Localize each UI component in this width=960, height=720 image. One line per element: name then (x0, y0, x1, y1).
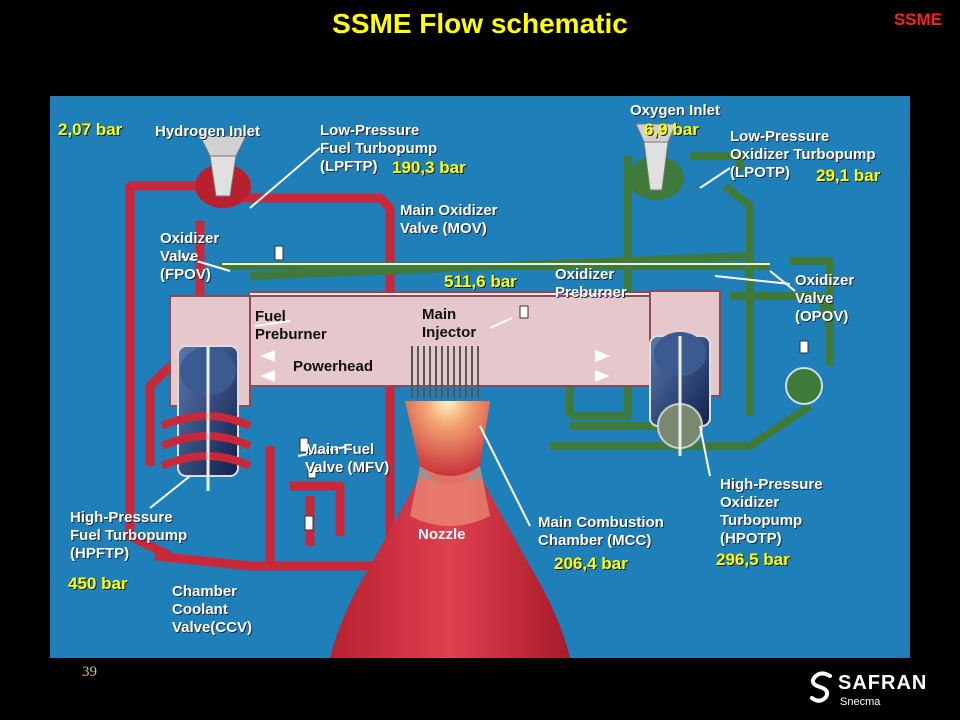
logo-subtitle: Snecma (840, 696, 881, 708)
hpotp-assembly (649, 332, 711, 456)
label-mfv: Main Fuel Valve (MFV) (305, 441, 390, 476)
hydrogen-inlet-part (195, 135, 251, 208)
nozzle-bell (330, 476, 570, 658)
label-hpftp: High-Pressure Fuel Turbopump (HPFTP) (70, 509, 188, 562)
flow-schematic: Hydrogen Inlet Low-Pressure Fuel Turbopu… (50, 96, 910, 658)
slide-title: SSME Flow schematic (332, 8, 628, 39)
injector-ribs (411, 346, 479, 398)
line-highlights (222, 263, 770, 295)
label-mov: Main Oxidizer Valve (MOV) (400, 202, 498, 237)
label-mcc: Main Combustion Chamber (MCC) (538, 514, 664, 549)
pressure-mcc: 206,4 bar (554, 554, 628, 573)
pressure-lpotp-outlet: 29,1 bar (816, 166, 881, 185)
pressure-mov: 511,6 bar (444, 272, 517, 291)
label-oxidizer-preburner: Oxidizer Preburner (555, 266, 627, 301)
label-ccv: Chamber Coolant Valve(CCV) (172, 583, 253, 636)
label-hpotp: High-Pressure Oxidizer Turbopump (HPOTP) (720, 476, 823, 547)
heat-exchanger-sphere (785, 367, 823, 405)
section-tag: SSME (893, 10, 942, 29)
label-fpov: Oxidizer Valve (FPOV) (160, 230, 220, 283)
label-nozzle: Nozzle (418, 526, 466, 543)
label-lpotp: Low-Pressure Oxidizer Turbopump (LPOTP) (730, 128, 876, 181)
oxygen-inlet-part (628, 123, 684, 200)
logo-wordmark: SAFRAN (838, 672, 928, 694)
valve-symbols (274, 245, 809, 531)
safran-logo-icon (810, 671, 832, 703)
page-number: 39 (82, 664, 97, 680)
label-powerhead: Powerhead (293, 358, 374, 375)
hpftp-assembly (160, 345, 252, 491)
pressure-hpotp: 296,5 bar (716, 550, 790, 569)
pressure-hpftp: 450 bar (68, 574, 128, 593)
pressure-hydrogen-inlet: 2,07 bar (58, 120, 123, 139)
leader-lines (149, 147, 796, 527)
label-oxygen-inlet: Oxygen Inlet (630, 102, 721, 119)
safran-logo: SAFRAN Snecma (806, 668, 956, 714)
label-hydrogen-inlet: Hydrogen Inlet (155, 123, 261, 140)
label-opov: Oxidizer Valve (OPOV) (795, 272, 855, 325)
label-lpftp: Low-Pressure Fuel Turbopump (LPFTP) (320, 122, 438, 175)
flow-arrows (260, 350, 610, 382)
pressure-oxygen-inlet: 6,9 bar (644, 120, 699, 139)
label-fuel-preburner: Fuel Preburner (255, 308, 327, 343)
schematic-drawing (50, 96, 910, 658)
pressure-lpftp-outlet: 190,3 bar (392, 158, 466, 177)
label-main-injector: Main Injector (422, 306, 477, 341)
